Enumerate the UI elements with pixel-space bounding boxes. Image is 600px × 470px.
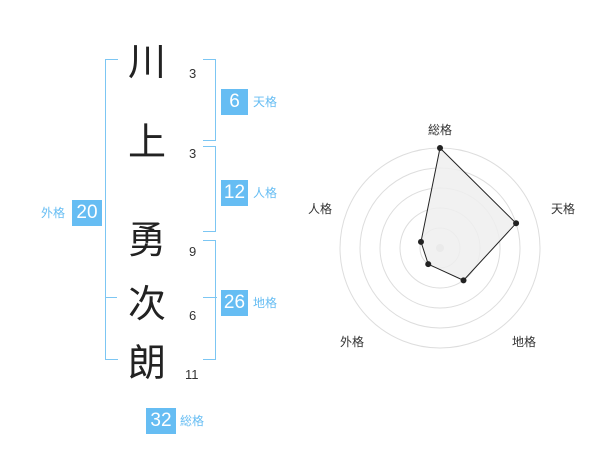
stroke-count-3: 9 <box>189 244 197 259</box>
name-char-5: 朗 <box>127 341 166 385</box>
tenkaku-badge: 6 <box>221 89 248 115</box>
jinkaku-bracket <box>203 146 216 232</box>
gaikaku-bracket <box>105 59 118 360</box>
stroke-count-2: 3 <box>189 146 197 161</box>
radar-axis-label-tenkaku: 天格 <box>551 201 575 216</box>
radar-grid-ring <box>419 227 461 269</box>
radar-area <box>420 146 517 281</box>
name-char-4: 次 <box>127 282 166 326</box>
radar-grid-ring <box>399 207 481 289</box>
stroke-count-4: 6 <box>189 308 197 323</box>
name-char-3: 勇 <box>127 218 166 262</box>
radar-point-5 <box>417 238 424 245</box>
chikaku-tick <box>203 297 217 298</box>
tenkaku-label: 天格 <box>253 95 278 109</box>
chikaku-badge: 26 <box>221 290 248 316</box>
radar-point-3 <box>460 277 467 284</box>
stroke-count-1: 3 <box>189 66 197 81</box>
radar-axis-label-jinkaku: 人格 <box>308 201 332 216</box>
radar-axis-label-gaikaku: 外格 <box>340 334 364 349</box>
radar-grid-ring <box>359 167 521 329</box>
jinkaku-label: 人格 <box>253 186 278 200</box>
name-char-1: 川 <box>127 40 166 84</box>
jinkaku-badge: 12 <box>221 180 248 206</box>
gaikaku-badge: 20 <box>72 200 102 226</box>
radar-point-2 <box>513 220 520 227</box>
radar-point-4 <box>425 261 432 268</box>
stroke-count-5: 11 <box>185 367 199 382</box>
gaikaku-tick <box>105 297 117 298</box>
chikaku-label: 地格 <box>253 296 278 310</box>
soukaku-badge: 32 <box>146 408 176 434</box>
radar-point-1 <box>437 145 443 151</box>
soukaku-label: 総格 <box>180 414 205 428</box>
gaikaku-label: 外格 <box>41 206 66 220</box>
radar-axis-label-chikaku: 地格 <box>512 334 536 349</box>
name-char-2: 上 <box>127 120 166 164</box>
chikaku-bracket <box>203 240 216 360</box>
tenkaku-bracket <box>203 59 216 141</box>
radar-axis-label-soukaku: 総格 <box>428 122 452 137</box>
radar-grid-ring <box>379 187 501 309</box>
radar-grid-ring <box>339 147 541 349</box>
radar-center-dot <box>436 244 444 252</box>
